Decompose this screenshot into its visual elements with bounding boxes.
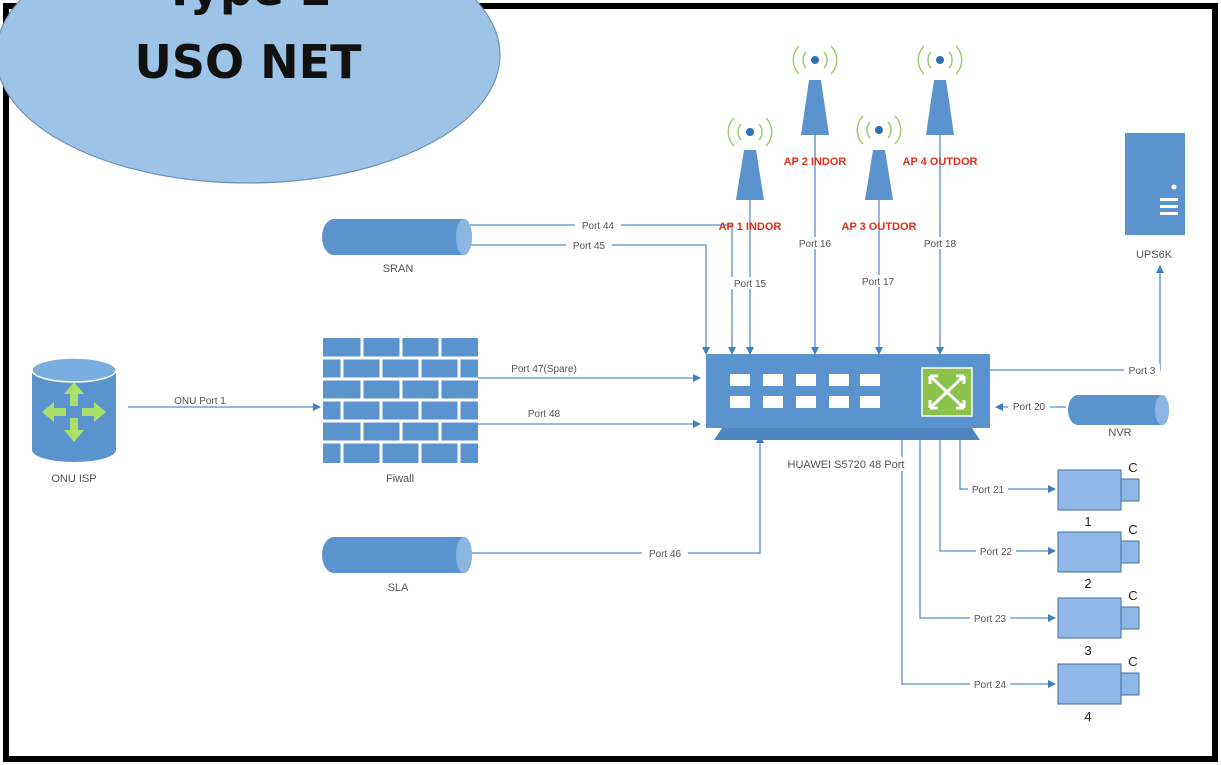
fw-port-b-label: Port 48 bbox=[528, 409, 561, 420]
ap2-port-label: Port 16 bbox=[799, 239, 832, 250]
switch-core-icon bbox=[921, 367, 973, 417]
onu-router: ONU ISP bbox=[31, 357, 117, 485]
antenna-icon bbox=[811, 56, 819, 64]
switch-label: HUAWEI S5720 48 Port bbox=[788, 459, 905, 471]
switch-ports-icon bbox=[730, 374, 880, 408]
sla-port-label: Port 46 bbox=[649, 549, 682, 560]
router-arrows-icon bbox=[42, 382, 106, 442]
cam4-port-label: Port 24 bbox=[974, 680, 1007, 691]
camera-3: C 3 bbox=[1057, 588, 1140, 658]
port-labels: ONU Port 1 Port 44 Port 45 Port 47(Spare… bbox=[156, 219, 1160, 691]
camera-1: C 1 bbox=[1057, 460, 1140, 529]
ups-device: UPS6K bbox=[1125, 133, 1185, 261]
ap-3: AP 3 OUTDOR bbox=[842, 115, 917, 233]
onu-label: ONU ISP bbox=[51, 473, 96, 485]
cam1-port-label: Port 21 bbox=[972, 485, 1005, 496]
nvr-label: NVR bbox=[1108, 427, 1131, 439]
switch: HUAWEI S5720 48 Port bbox=[706, 354, 990, 471]
sran-port-a-label: Port 44 bbox=[582, 221, 615, 232]
ap4-port-label: Port 18 bbox=[924, 239, 957, 250]
sran-port-b-label: Port 45 bbox=[573, 241, 606, 252]
onu-port-label: ONU Port 1 bbox=[174, 396, 226, 407]
camera-number: 2 bbox=[1084, 576, 1091, 591]
ap-2: AP 2 INDOR bbox=[784, 45, 847, 168]
sla-device: SLA bbox=[322, 537, 472, 594]
cam3-port-label: Port 23 bbox=[974, 614, 1007, 625]
antenna-icon bbox=[746, 128, 754, 136]
ap2-label: AP 2 INDOR bbox=[784, 156, 847, 168]
ap-4: AP 4 OUTDOR bbox=[903, 45, 978, 168]
badge-line-2: USO NET bbox=[135, 35, 363, 89]
camera-tag: C bbox=[1128, 460, 1137, 475]
nvr-device: NVR bbox=[1068, 395, 1169, 439]
ups-label: UPS6K bbox=[1136, 249, 1173, 261]
antenna-icon bbox=[875, 126, 883, 134]
ups-port-label: Port 3 bbox=[1129, 366, 1156, 377]
camera-tag: C bbox=[1128, 522, 1137, 537]
diagram-frame bbox=[3, 3, 1218, 762]
camera-number: 3 bbox=[1084, 643, 1091, 658]
firewall: Fiwall bbox=[323, 338, 478, 485]
ap3-label: AP 3 OUTDOR bbox=[842, 221, 917, 233]
sla-label: SLA bbox=[388, 582, 409, 594]
badge-line-1: Type 2 bbox=[164, 0, 332, 16]
firewall-label: Fiwall bbox=[386, 473, 414, 485]
sran-label: SRAN bbox=[383, 263, 414, 275]
nvr-port-label: Port 20 bbox=[1013, 402, 1046, 413]
sran-device: SRAN bbox=[322, 219, 472, 275]
cam2-port-label: Port 22 bbox=[980, 547, 1013, 558]
camera-number: 4 bbox=[1084, 709, 1091, 724]
antenna-icon bbox=[936, 56, 944, 64]
ap4-label: AP 4 OUTDOR bbox=[903, 156, 978, 168]
camera-tag: C bbox=[1128, 654, 1137, 669]
camera-2: C 2 bbox=[1057, 522, 1140, 591]
ap3-port-label: Port 17 bbox=[862, 277, 895, 288]
camera-number: 1 bbox=[1084, 514, 1091, 529]
title-badge: Type 2 USO NET bbox=[0, 0, 501, 184]
camera-tag: C bbox=[1128, 588, 1137, 603]
ap1-port-label: Port 15 bbox=[734, 279, 767, 290]
ap-1: AP 1 INDOR bbox=[719, 117, 782, 233]
camera-4: C 4 bbox=[1057, 654, 1140, 724]
fw-port-a-label: Port 47(Spare) bbox=[511, 364, 577, 375]
ap1-label: AP 1 INDOR bbox=[719, 221, 782, 233]
